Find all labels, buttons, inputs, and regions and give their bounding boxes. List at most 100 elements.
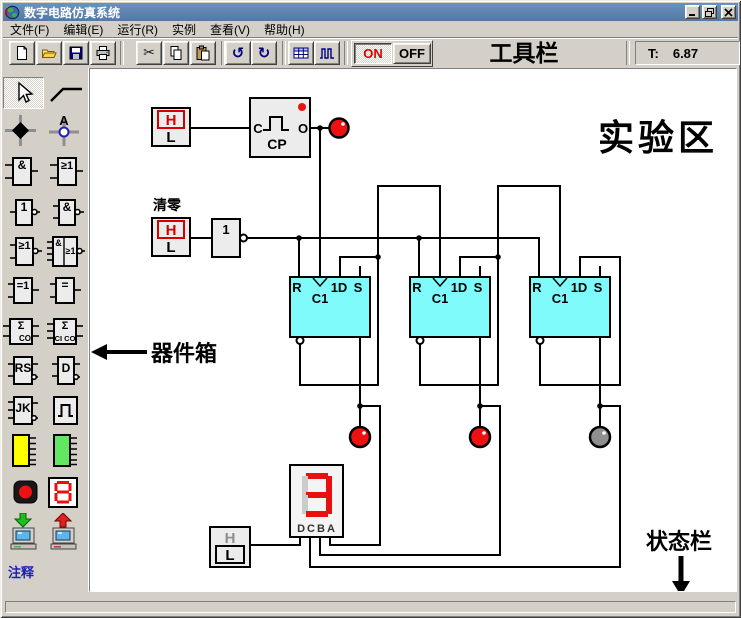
- clear-switch-l-label: L: [166, 239, 175, 256]
- palette-full-adder[interactable]: Σ CI CO: [47, 317, 83, 351]
- palette-seven-segment[interactable]: [48, 477, 78, 513]
- ff1-r-label: R: [292, 280, 302, 295]
- cursor-arrow-icon: [17, 81, 34, 103]
- led-icon: [13, 480, 38, 504]
- palette-nor-gate[interactable]: ≥1: [10, 235, 42, 273]
- palette-led-indicator[interactable]: [13, 480, 38, 509]
- palette-pulse-generator[interactable]: [52, 395, 79, 431]
- svg-text:&: &: [63, 200, 72, 214]
- window-title: 数字电路仿真系统: [24, 5, 121, 20]
- title-bar: 数字电路仿真系统: [3, 3, 738, 21]
- junction-dots: [296, 125, 603, 409]
- component-box-annotation[interactable]: 器件箱: [91, 341, 217, 366]
- svg-text:JK: JK: [15, 401, 31, 415]
- d-flipflop-3[interactable]: R C1 1D S: [529, 276, 611, 345]
- cut-button[interactable]: ✂: [136, 41, 162, 65]
- circuit-diagram: H L C CP O 清零 H L 1: [91, 97, 718, 591]
- data-switch[interactable]: H L: [209, 526, 251, 568]
- palette-xnor-gate[interactable]: =: [50, 275, 81, 311]
- palette-half-adder[interactable]: Σ CO: [3, 317, 39, 351]
- ff2-r-label: R: [412, 280, 422, 295]
- palette-select-tool[interactable]: [3, 77, 44, 109]
- palette-and-or-invert-gate[interactable]: & ≥1: [47, 235, 85, 273]
- palette-comment-tool[interactable]: 注释: [8, 565, 35, 580]
- power-button-group: ON OFF: [351, 40, 433, 67]
- menu-run[interactable]: 运行(R): [117, 23, 158, 37]
- inverter-bubble: [239, 233, 248, 243]
- svg-text:1: 1: [21, 200, 28, 214]
- clock-generator[interactable]: C CP O: [249, 97, 311, 158]
- junction-icon: [5, 115, 36, 146]
- palette-junction-tool[interactable]: [3, 113, 38, 153]
- undo-button[interactable]: ↺: [225, 41, 251, 65]
- wire-layer[interactable]: [190, 127, 621, 568]
- seven-segment-icon: [48, 477, 78, 508]
- restore-icon: [705, 7, 714, 17]
- palette-not-gate[interactable]: 1: [10, 197, 40, 233]
- palette-green-chip[interactable]: [53, 433, 77, 473]
- power-off-button[interactable]: OFF: [393, 43, 431, 64]
- xnor-gate-icon: =: [50, 277, 81, 304]
- palette-and-gate[interactable]: &: [5, 155, 38, 193]
- segment-c: [326, 495, 332, 514]
- segment-d: [306, 511, 328, 517]
- palette-nand-gate[interactable]: &: [53, 197, 84, 233]
- clock-o-pin-label: O: [298, 121, 308, 136]
- not-gate-icon: 1: [10, 199, 40, 226]
- printer-icon: [96, 46, 110, 60]
- palette-yellow-chip[interactable]: [12, 433, 36, 473]
- open-button[interactable]: [36, 41, 62, 65]
- clock-c-pin-label: C: [253, 121, 263, 136]
- menu-view[interactable]: 查看(V): [210, 23, 251, 37]
- palette-wire-tool[interactable]: [48, 78, 85, 109]
- copy-button[interactable]: [163, 41, 189, 65]
- toolbar-separator: [626, 41, 630, 65]
- ff2-c1-label: C1: [432, 291, 449, 306]
- print-button[interactable]: [90, 41, 116, 65]
- timer-prefix: T:: [648, 45, 659, 61]
- clock-switch[interactable]: H L: [151, 107, 191, 147]
- bit-b-led: [468, 425, 492, 449]
- svg-text:≥1: ≥1: [18, 240, 30, 252]
- palette-input-device[interactable]: [10, 512, 38, 556]
- paste-button[interactable]: [190, 41, 216, 65]
- palette-label-tool[interactable]: A: [47, 113, 81, 153]
- palette-xor-gate[interactable]: =1: [8, 275, 39, 311]
- waveform-button[interactable]: [314, 41, 340, 65]
- palette-or-gate[interactable]: ≥1: [50, 155, 83, 193]
- redo-button[interactable]: ↻: [251, 41, 277, 65]
- ff3-s-label: S: [594, 280, 603, 295]
- truth-table-button[interactable]: [288, 41, 314, 65]
- menu-edit[interactable]: 编辑(E): [63, 23, 104, 37]
- clear-switch[interactable]: H L: [151, 217, 191, 257]
- inverter-gate[interactable]: 1: [211, 218, 248, 258]
- grid-table-icon: [293, 47, 309, 59]
- palette-d-flipflop[interactable]: D: [52, 355, 80, 391]
- menu-help[interactable]: 帮助(H): [264, 23, 305, 37]
- menu-example[interactable]: 实例: [172, 23, 197, 37]
- clear-switch-h-label: H: [166, 222, 177, 239]
- menu-file[interactable]: 文件(F): [10, 23, 50, 37]
- experiment-area-annotation[interactable]: 实验区: [598, 117, 718, 158]
- seven-segment-display[interactable]: DCBA: [289, 464, 344, 538]
- status-bar-annotation[interactable]: 状态栏: [646, 529, 712, 591]
- minimize-button[interactable]: [685, 5, 700, 19]
- minimize-icon: [689, 13, 695, 16]
- ff1-s-label: S: [354, 280, 363, 295]
- half-adder-icon: Σ CO: [3, 318, 39, 345]
- palette-output-device[interactable]: [50, 512, 78, 556]
- close-button[interactable]: [721, 5, 736, 19]
- restore-button[interactable]: [702, 5, 717, 19]
- power-on-button[interactable]: ON: [354, 43, 392, 64]
- bit-a-led: [348, 425, 372, 449]
- palette-jk-flipflop[interactable]: JK: [8, 395, 38, 431]
- new-button[interactable]: [9, 41, 35, 65]
- palette-rs-flipflop[interactable]: RS: [8, 355, 38, 391]
- save-button[interactable]: [63, 41, 89, 65]
- timer-value: 6.87: [672, 45, 699, 61]
- menu-bar: 文件(F) 编辑(E) 运行(R) 实例 查看(V) 帮助(H): [3, 22, 738, 38]
- d-flipflop-2[interactable]: R C1 1D S: [409, 276, 491, 345]
- svg-text:≥1: ≥1: [66, 246, 76, 256]
- d-flipflop-1[interactable]: R C1 1D S: [289, 276, 371, 345]
